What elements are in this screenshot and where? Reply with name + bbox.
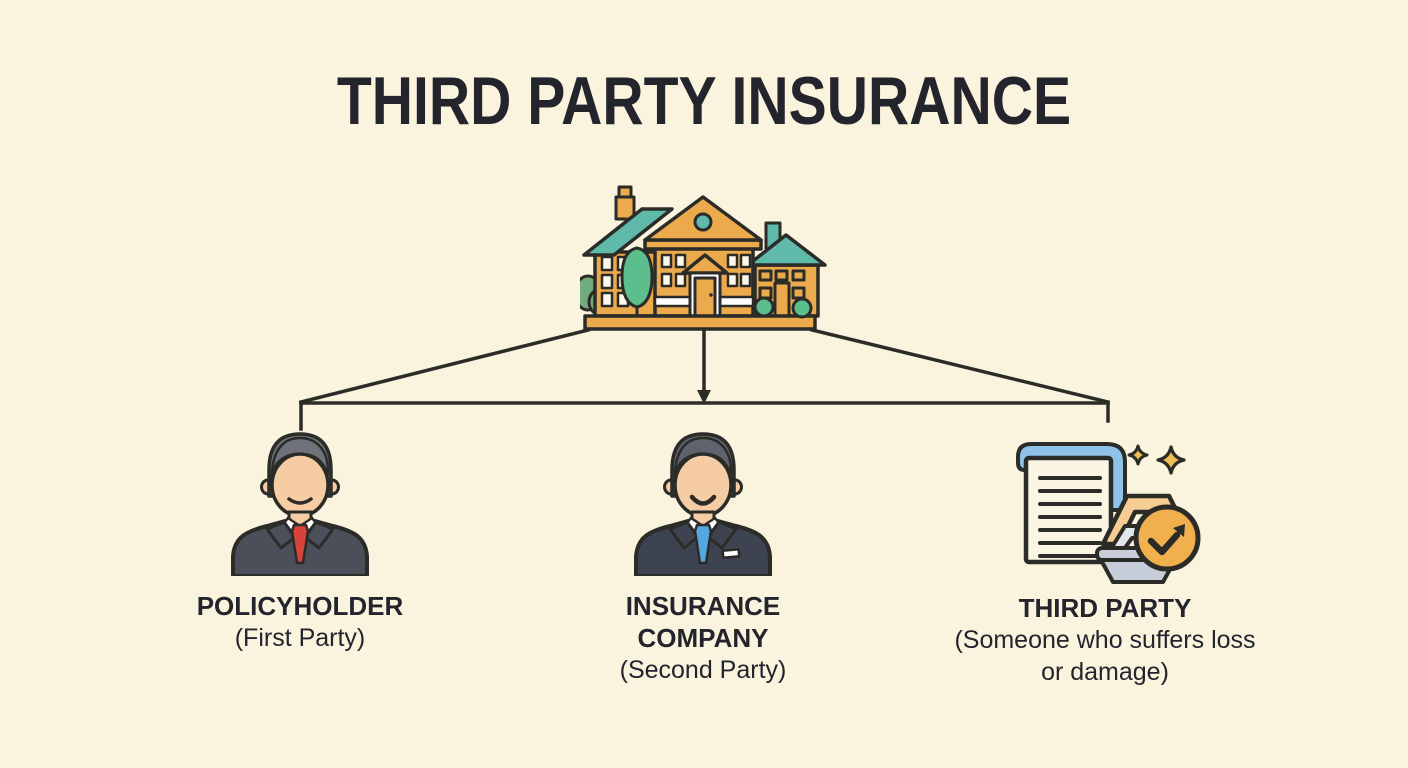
house-building-icon — [580, 185, 827, 331]
party-name: THIRD PARTY — [1018, 593, 1192, 623]
businessman-red-tie-icon — [231, 432, 369, 576]
tree-icon — [620, 246, 654, 318]
roof-icon — [582, 207, 674, 257]
smile — [287, 497, 313, 505]
right-wing-windows — [758, 269, 806, 318]
page-title: THIRD PARTY INSURANCE — [336, 63, 1072, 139]
party-name: INSURANCE COMPANY — [625, 591, 781, 653]
round-window-icon — [693, 212, 713, 232]
party-insurance-company: INSURANCE COMPANY (Second Party) — [558, 424, 848, 686]
bush-icon — [753, 296, 813, 319]
party-subtitle: (Someone who suffers loss or damage) — [954, 626, 1256, 686]
tie — [290, 523, 310, 565]
tie — [693, 523, 713, 565]
party-subtitle: (First Party) — [234, 624, 366, 652]
main-windows — [660, 253, 752, 288]
sparkle-icon — [1156, 445, 1186, 475]
door-icon — [681, 253, 729, 318]
document-paper — [1023, 455, 1114, 565]
party-policyholder: POLICYHOLDER (First Party) — [165, 424, 435, 654]
party-subtitle: (Second Party) — [619, 656, 787, 684]
smile — [689, 494, 717, 506]
roof-icon — [746, 233, 827, 267]
sparkle-icon — [1127, 444, 1149, 466]
document-text-lines — [1038, 476, 1102, 558]
face — [270, 452, 330, 518]
arrowhead-icon — [697, 390, 711, 404]
party-third-party: THIRD PARTY (Someone who suffers loss or… — [950, 438, 1260, 688]
chimney-icon — [614, 185, 636, 221]
door-icon — [773, 281, 791, 318]
check-arrow-coin-icon — [1133, 504, 1201, 572]
claim-document-judgement-icon — [1016, 442, 1201, 584]
face — [673, 452, 733, 518]
pocket-square — [721, 548, 741, 559]
house-base — [583, 314, 817, 331]
businessman-blue-tie-icon — [634, 432, 772, 576]
party-name: POLICYHOLDER — [196, 591, 404, 621]
